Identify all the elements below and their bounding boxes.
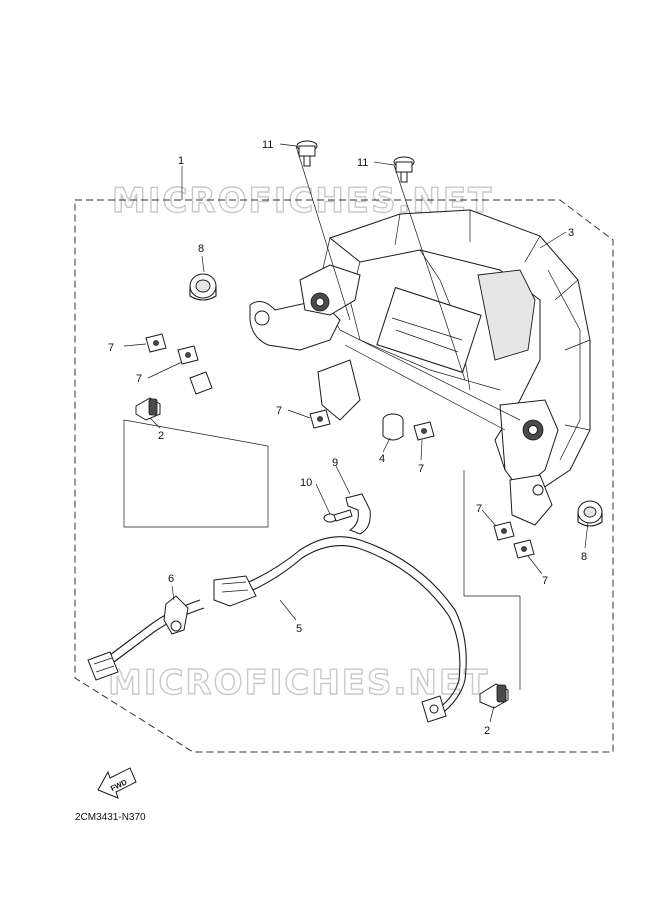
callout-6: 6: [168, 573, 174, 585]
callout-7-c: 7: [276, 405, 282, 417]
leader-box-left: [123, 419, 269, 528]
callout-10: 10: [300, 477, 312, 489]
callout-5: 5: [296, 623, 302, 635]
wire-clamp: [345, 493, 371, 535]
grommet-lower: [577, 500, 603, 527]
callout-8-upper: 8: [198, 243, 204, 255]
callout-3: 3: [568, 227, 574, 239]
bolt-right: [393, 156, 415, 183]
callout-7-e: 7: [476, 503, 482, 515]
leader-box-right: [463, 470, 521, 690]
callout-2-right: 2: [484, 725, 490, 737]
bulb-6: [163, 595, 189, 635]
mounting-bracket: [249, 264, 559, 526]
diagram-code: 2CM3431-N370: [75, 812, 146, 823]
grommet-upper: [189, 273, 217, 301]
bulb-socket-right: [479, 683, 509, 709]
wire-harness: [87, 536, 467, 723]
callout-8-lower: 8: [581, 551, 587, 563]
nut-clips: [145, 333, 535, 559]
callout-11-left: 11: [262, 139, 273, 151]
callout-7-a: 7: [108, 342, 114, 354]
bolt-left: [296, 140, 318, 167]
callout-11-right: 11: [357, 157, 368, 169]
callout-7-f: 7: [542, 575, 548, 587]
fwd-arrow-icon: FWD: [97, 767, 137, 799]
leader-lines: [123, 143, 589, 723]
watermark-bottom: MICROFICHES.NET: [108, 663, 489, 703]
callout-9: 9: [332, 457, 338, 469]
callout-1: 1: [178, 155, 184, 167]
callout-4: 4: [379, 453, 385, 465]
callout-2-left: 2: [158, 430, 164, 442]
callout-7-d: 7: [418, 463, 424, 475]
assembly-boundary: [74, 199, 614, 753]
damper: [382, 413, 404, 441]
bulb-socket-left: [135, 397, 161, 421]
screw: [323, 509, 353, 523]
callout-7-b: 7: [136, 373, 142, 385]
